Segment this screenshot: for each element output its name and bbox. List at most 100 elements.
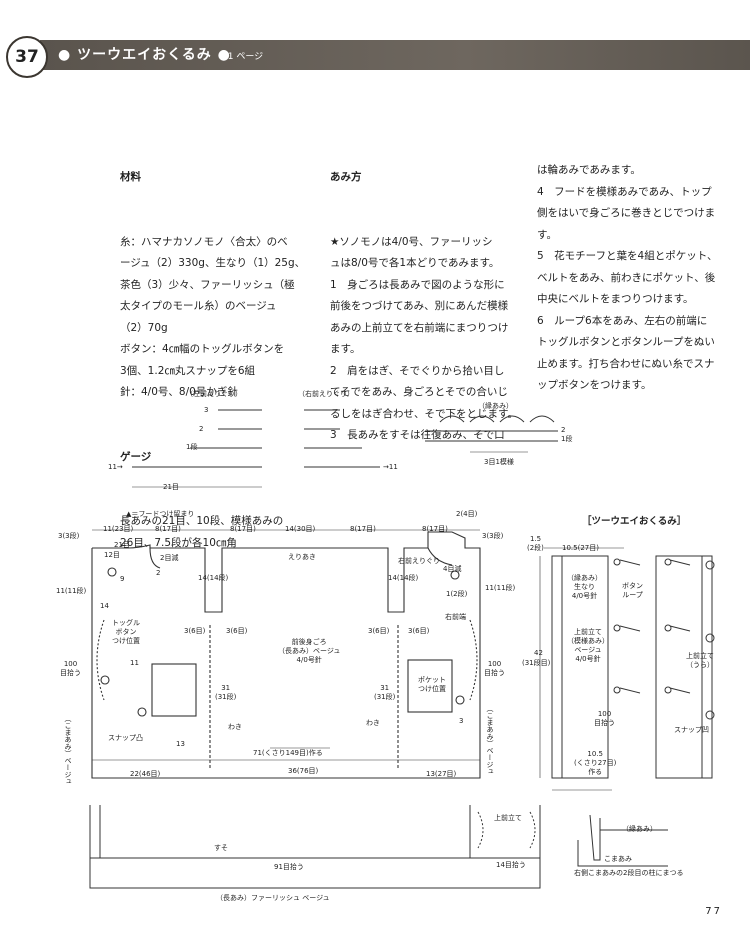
method-line: るしをはぎ合わせ、そで下をとじます。 (330, 407, 518, 420)
method2-line: 4 フードを模様あみであみ、トップ (537, 185, 712, 198)
method2-line: 中央にベルトをまつりつけます。 (537, 293, 694, 305)
method2-line: ップボタンをつけます。 (537, 379, 652, 391)
gauge-heading: ゲージ (120, 450, 152, 463)
bottom-dim-13: 13(27目) (426, 770, 457, 778)
left-dim-11: 11(11段) (56, 587, 87, 595)
right-dim-3: 3(3段) (482, 532, 504, 540)
row-3: 3 (204, 406, 209, 414)
left-dim-21: 21目 (114, 541, 130, 549)
band-dim-2: (2段) (527, 544, 544, 552)
page-reference: 31 ページ (222, 52, 264, 62)
top-dim-4: 14(30目) (285, 525, 316, 533)
right-neck-dim: 右前えりぐり (398, 557, 440, 565)
left-dim-14-rows: 14(14段) (198, 574, 229, 582)
pocket-position: ポケット つけ位置 (418, 676, 446, 693)
method2-line: 5 花モチーフと葉を4組とポケット、 (537, 250, 718, 262)
hem-suso: すそ (214, 844, 228, 852)
snap-female: スナップ凹 (674, 726, 709, 734)
side-left: わき (228, 723, 242, 731)
hem-pick-14: 14目拾う (496, 861, 526, 869)
method-lines: ★ソノモノは4/0号、ファーリッシュは8/0号で各1本どりであみます。 1 身ごろ… (330, 232, 518, 447)
method-line: てそでをあみ、身ごろとそでの合いじ (330, 386, 508, 398)
materials-line: 3個、1.2㎝丸スナップを6組 (120, 364, 256, 377)
detail-note: 右側こまあみの2段目の柱にまつる (574, 869, 684, 877)
bottom-dim-36: 36(76目) (288, 767, 319, 775)
left-dim-3: 3(3段) (58, 532, 80, 540)
right-front-edge: 右前端 (445, 613, 466, 621)
bottom-dim-22: 22(46目) (130, 770, 161, 778)
top-dim-6: 8(17目) (422, 525, 448, 533)
method2-line: 側をはいで身ごろに巻きとじでつけま (537, 207, 716, 219)
method2-lines: は輪あみであみます。 4 フードを模様あみであみ、トップ側をはいで身ごろに巻きとじ… (537, 160, 718, 397)
detail-koma: こまあみ (604, 855, 632, 863)
band-title: ［ツーウエイおくるみ］ (582, 516, 687, 527)
method-line: 前後をつづけてあみ、別にあんだ模様 (330, 300, 509, 312)
left-koma: （こまあみ）ベージュ (64, 715, 72, 785)
method-line: あみの上前立てを右前端にまつりつけ (330, 321, 509, 334)
num-11: 11 (130, 659, 139, 667)
right-koma: （こまあみ）ベージュ (486, 705, 494, 775)
body-piece-outline (91, 529, 481, 779)
method-column-2: は輪あみであみます。 4 フードを模様あみであみ、トップ側をはいで身ごろに巻きとじ… (537, 117, 718, 418)
num-9: 9 (120, 575, 125, 583)
neck-opening: えりあき (288, 553, 316, 561)
method2-line: は輪あみであみます。 (537, 164, 641, 176)
left-dim-3b: 3(6目) (226, 627, 248, 635)
materials-line: ージュ（2）330g、生なり（1）25g、 (120, 257, 306, 269)
hood-note: ▲＝フードつけ留まり (126, 510, 195, 518)
hem-upper-front: 上前立て (494, 814, 522, 822)
method-line: ュは8/0号で各1本どりであみます。 (330, 257, 500, 269)
body-center-label: 前後身ごろ （長あみ）ベージュ 4/0号針 (278, 638, 341, 664)
method-line: 3 長あみをすそは往復あみ、そで口 (330, 429, 505, 441)
materials-line: ボタン：4㎝幅のトッグルボタンを (120, 343, 285, 355)
right-31: 31(31段) (374, 684, 396, 701)
upper-front-back: 上前立て（うら） (686, 652, 714, 669)
gauge-line: 長あみの21目、10段、模様あみの (120, 515, 284, 527)
right-decrease: 4目減 (443, 565, 462, 573)
materials-line: 太タイプのモール糸）のベージュ (120, 300, 277, 312)
chapter-title: ● ツーウエイおくるみ ● (58, 47, 231, 63)
hem-pick-91: 91目拾う (274, 863, 304, 871)
hem-chain: 71(くさり149目)作る (253, 749, 323, 757)
pattern-repeat-label: 3目1模様 (484, 458, 514, 466)
num-3: 3 (459, 717, 464, 725)
top-dim-2: 8(17目) (155, 525, 181, 533)
left-31: 31(31段) (215, 684, 237, 701)
right-dim-3a: 3(6目) (368, 627, 390, 635)
method-line: 2 肩をはぎ、そでぐりから拾い目し (330, 364, 505, 377)
top-dim-5: 8(17目) (350, 525, 376, 533)
method-heading: あみ方 (330, 171, 362, 183)
top-dim-7: 2(4目) (456, 510, 478, 518)
snap-male: スナップ凸 (108, 734, 143, 742)
materials-lines: 糸：ハマナカソノモノ〈合太〉のベージュ（2）330g、生なり（1）25g、茶色（… (120, 232, 305, 404)
method-column: あみ方 ★ソノモノは4/0号、ファーリッシュは8/0号で各1本どりであみます。 1… (330, 124, 518, 468)
right-neck-chart (304, 409, 380, 468)
method-line: ★ソノモノは4/0号、ファーリッシ (330, 235, 493, 248)
method2-line: ベルトをあみ、前わきにポケット、後 (537, 271, 716, 284)
edge-detail (577, 814, 668, 867)
row-2: 2 (199, 425, 204, 433)
right-dim-14: 14(14段) (388, 574, 419, 582)
header-bar (40, 40, 750, 70)
edge-pattern-chart (425, 415, 558, 453)
left-dim-12: 12目 (104, 551, 120, 559)
method-line: 1 身ごろは長あみで図のような形に (330, 278, 505, 291)
toggle-position: トッグル ボタン つけ位置 (112, 619, 140, 645)
chapter-header: 37 ● ツーウエイおくるみ ● 31 ページ (0, 34, 750, 78)
right-dim-1: 1(2段) (446, 590, 468, 598)
right-dim-3b: 3(6目) (408, 627, 430, 635)
band-chain: 10.5(くさり27目)作る (574, 750, 617, 776)
left-neck-chart (132, 409, 262, 488)
edge-pattern-label: （縁あみ） (478, 402, 513, 410)
right-dim-11: 11(11段) (485, 584, 516, 592)
chapter-number: 37 (6, 36, 48, 78)
edge-row-1: 1段 (561, 435, 573, 443)
button-loop-label: ボタンループ (622, 582, 643, 599)
band-dim-42: 42 (534, 649, 543, 657)
band-piece-outline (539, 547, 715, 791)
